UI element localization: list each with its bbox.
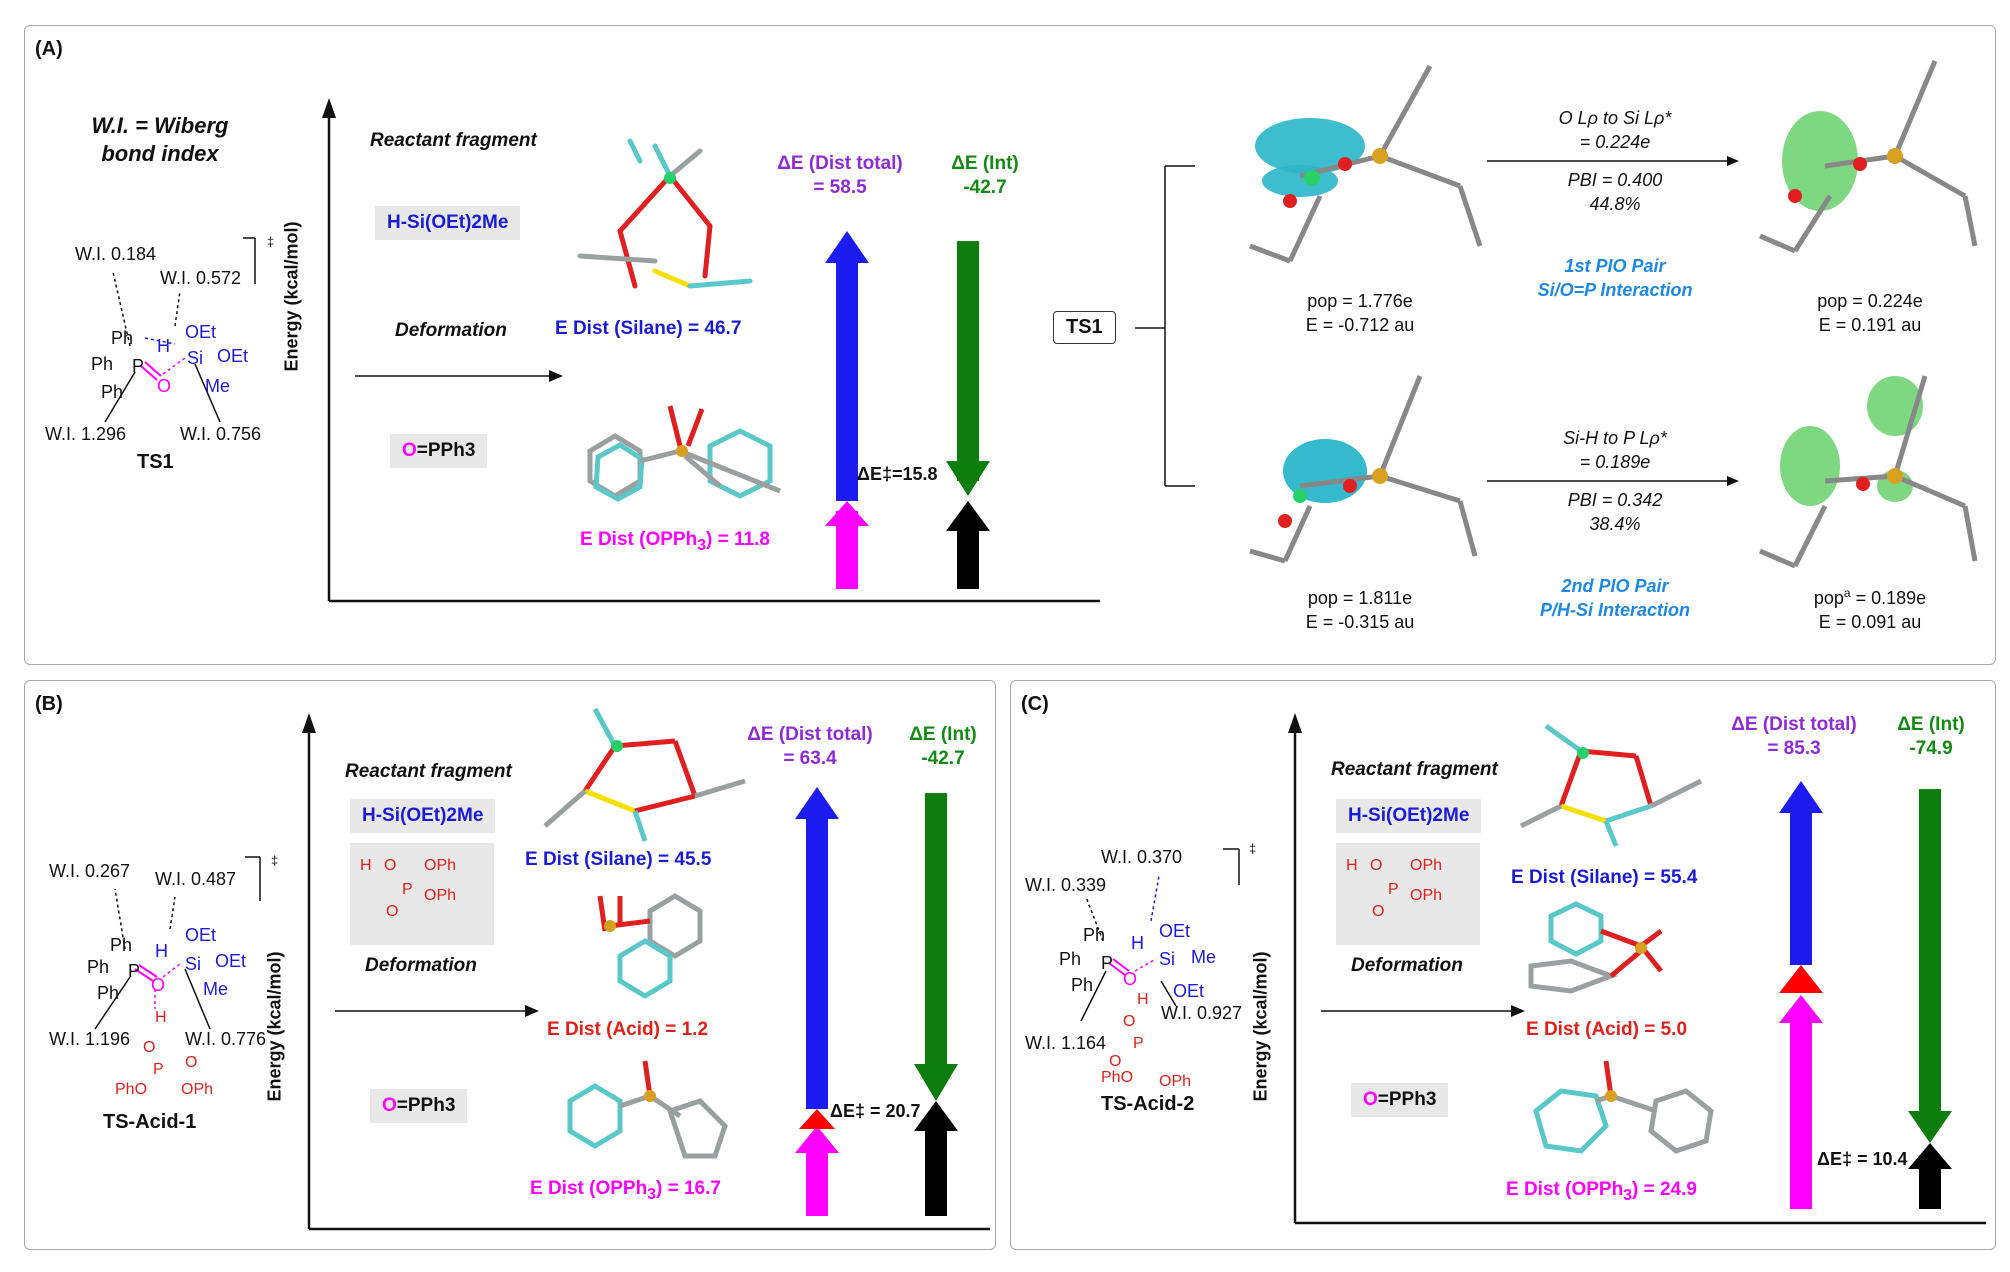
panel-tag: (C) xyxy=(1021,693,1049,715)
nbo-bottom-left-text: pop = 1.811e E = -0.315 au xyxy=(1305,588,1415,632)
e-dist-acid: E Dist (Acid) = 1.2 xyxy=(547,1019,709,1040)
acid-fragment-box: H O OPh P OPh O xyxy=(1336,843,1480,945)
ts1-bracket xyxy=(1135,165,1195,487)
energy-axes xyxy=(322,98,1100,603)
ts-acid-2-structure: W.I. 0.370 ‡ W.I. 0.339 Ph Ph Ph P H Si … xyxy=(1011,841,1271,1141)
deformation-label: Deformation xyxy=(1351,955,1463,976)
nbo-top-pbi: PBI = 0.400 44.8% xyxy=(1567,170,1663,214)
e-dist-silane: E Dist (Silane) = 46.7 xyxy=(555,318,742,339)
opph3-model xyxy=(567,1060,728,1159)
ts1-structure: W.I. 0.184 W.I. 0.572 ‡ Ph Ph Ph P H Si … xyxy=(45,226,285,486)
nbo-donor-2 xyxy=(1249,375,1478,564)
nbo-bottom-right-text: popa = 0.189e E = 0.091 au xyxy=(1813,586,1927,632)
nbo-bottom-arrow xyxy=(1487,476,1739,486)
reactant-fragment-label: Reactant fragment xyxy=(370,130,537,151)
y-axis-label: Energy (kcal/mol) xyxy=(281,221,302,372)
int-label: ΔE (Int) -42.7 xyxy=(909,724,977,769)
panel-tag: (A) xyxy=(35,38,63,60)
opph3-model xyxy=(587,405,781,502)
nbo-top-arrow xyxy=(1487,156,1739,166)
energy-arrows-a xyxy=(825,231,990,589)
ts-acid-1-structure: W.I. 0.267 W.I. 0.487 ‡ Ph Ph Ph P H Si … xyxy=(35,849,295,1149)
y-axis-label: Energy (kcal/mol) xyxy=(1250,951,1271,1102)
nbo-top-left-text: pop = 1.776e E = -0.712 au xyxy=(1305,291,1415,335)
deformation-label: Deformation xyxy=(395,320,507,341)
silane-model xyxy=(543,707,746,842)
ts-label: TS-Acid-1 xyxy=(103,1111,197,1133)
opph3-model xyxy=(1533,1060,1714,1154)
wiberg-title: W.I. = Wiberg bond index xyxy=(91,113,229,166)
panel-b: (B) W.I. 0.267 W.I. 0.487 ‡ Ph Ph Ph P H… xyxy=(24,680,996,1250)
ts1-box: TS1 xyxy=(1053,311,1116,344)
ts-label: TS1 xyxy=(137,451,174,473)
panel-c: (C) W.I. 0.370 ‡ W.I. 0.339 Ph Ph Ph P H… xyxy=(1010,680,1996,1250)
nbo-acceptor-2 xyxy=(1759,375,1978,569)
nbo-bottom-arrow-label: Si-H to P Lρ* = 0.189e xyxy=(1563,428,1667,472)
reactant-fragment-label: Reactant fragment xyxy=(345,761,512,782)
barrier-label: ΔE‡=15.8 xyxy=(857,464,938,484)
acid-model xyxy=(1528,901,1663,994)
ts-label: TS-Acid-2 xyxy=(1101,1093,1195,1115)
nbo-top-pair: 1st PIO Pair Si/O=P Interaction xyxy=(1537,256,1693,300)
e-dist-acid: E Dist (Acid) = 5.0 xyxy=(1526,1019,1688,1040)
reactant-fragment-label: Reactant fragment xyxy=(1331,759,1498,780)
ts-acid-1-bonds xyxy=(94,856,261,1030)
nbo-bottom-pbi: PBI = 0.342 38.4% xyxy=(1567,490,1663,534)
silane-formula: H-Si(OEt)2Me xyxy=(375,206,521,240)
e-dist-silane: E Dist (Silane) = 45.5 xyxy=(525,849,712,870)
nbo-top-arrow-label: O Lρ to Si Lρ* = 0.224e xyxy=(1558,108,1672,152)
int-label: ΔE (Int) -74.9 xyxy=(1897,714,1965,759)
energy-arrows-c xyxy=(1779,781,1952,1209)
barrier-label: ΔE‡ = 20.7 xyxy=(830,1101,921,1121)
silane-formula: H-Si(OEt)2Me xyxy=(350,799,496,833)
ts1-bonds xyxy=(104,237,256,423)
deformation-label: Deformation xyxy=(365,955,477,976)
acid-model xyxy=(597,893,703,999)
int-label: ΔE (Int) -42.7 xyxy=(951,153,1019,198)
nbo-bottom-pair: 2nd PIO Pair P/H-Si Interaction xyxy=(1539,576,1691,620)
dist-total-label: ΔE (Dist total) = 63.4 xyxy=(747,724,873,769)
nbo-top-right-text: pop = 0.224e E = 0.191 au xyxy=(1817,291,1923,335)
opph3-formula: O=PPh3 xyxy=(390,434,488,468)
panel-a: (A) W.I. = Wiberg bond index W.I. 0.184 … xyxy=(24,25,1996,665)
silane-model xyxy=(1519,723,1703,847)
silane-formula: H-Si(OEt)2Me xyxy=(1336,799,1482,833)
dist-total-label: ΔE (Dist total) = 85.3 xyxy=(1731,714,1857,759)
silane-model xyxy=(577,138,753,289)
energy-axes xyxy=(302,713,990,1231)
opph3-formula: O=PPh3 xyxy=(370,1089,468,1123)
e-dist-opph3: E Dist (OPPh3) = 16.7 xyxy=(530,1178,721,1203)
nbo-donor-1 xyxy=(1249,64,1483,264)
ts-acid-2-bonds xyxy=(1080,848,1240,1022)
dist-total-label: ΔE (Dist total) = 58.5 xyxy=(777,153,903,198)
e-dist-silane: E Dist (Silane) = 55.4 xyxy=(1511,867,1698,888)
panel-tag: (B) xyxy=(35,693,63,715)
e-dist-opph3: E Dist (OPPh3) = 24.9 xyxy=(1506,1179,1697,1204)
energy-axes xyxy=(1288,713,1986,1225)
y-axis-label: Energy (kcal/mol) xyxy=(264,951,285,1102)
barrier-label: ΔE‡ = 10.4 xyxy=(1817,1149,1908,1169)
acid-fragment-box: H O OPh P OPh O xyxy=(350,843,494,945)
energy-arrows-b xyxy=(795,787,958,1216)
opph3-formula: O=PPh3 xyxy=(1351,1083,1449,1117)
nbo-acceptor-1 xyxy=(1759,60,1978,254)
e-dist-opph3: E Dist (OPPh3) = 11.8 xyxy=(580,529,770,554)
